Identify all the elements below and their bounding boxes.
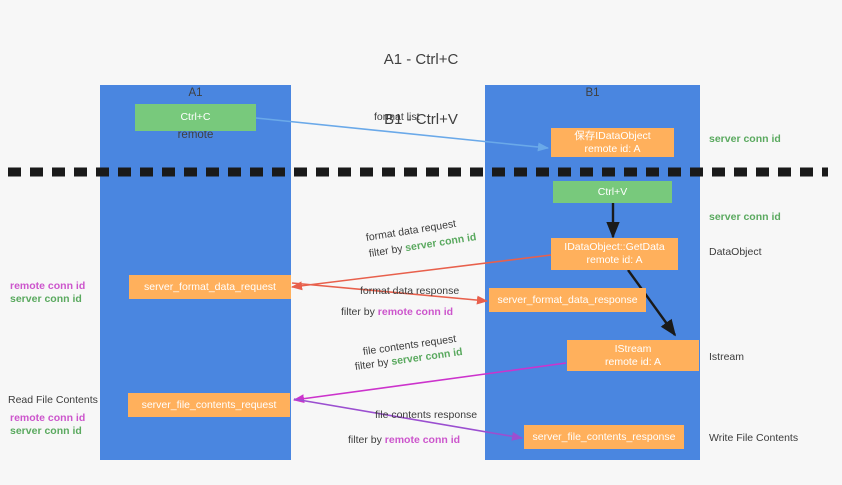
column-header-a1-name: A1 (188, 87, 203, 99)
edge-label-file-contents-response: file contents response (375, 408, 477, 422)
node-ctrl-v-label: Ctrl+V (597, 185, 628, 198)
column-header-a1: A1 remote (100, 58, 291, 170)
node-idataobject-getdata-remote-id: remote id: A (586, 254, 643, 266)
node-server-format-data-response[interactable]: server_format_data_response (489, 288, 646, 312)
node-server-file-contents-response-label: server_file_contents_response (532, 430, 676, 443)
title-line-2: B1 - Ctrl+V (384, 111, 458, 128)
node-server-format-data-request[interactable]: server_format_data_request (129, 275, 291, 299)
node-ctrl-c[interactable]: Ctrl+C (135, 104, 256, 131)
arrow-getdata-istream (627, 269, 676, 337)
node-istream[interactable]: IStream remote id: A (567, 340, 699, 371)
node-server-format-data-request-label: server_format_data_request (144, 280, 276, 293)
node-istream-label: IStream (614, 342, 652, 355)
edge-filter-file-contents-response: filter by remote conn id (348, 433, 460, 447)
left-label-remote-conn-id-2: remote conn id (10, 412, 86, 424)
column-header-b1-name: B1 (585, 87, 600, 99)
right-label-dataobject: DataObject (709, 246, 762, 258)
arrow-format-list (255, 117, 550, 152)
edge-filter-file-contents-response-value: remote conn id (384, 434, 461, 446)
column-header-a1-sub: remote (177, 129, 214, 141)
arrow-file-contents-response (293, 398, 524, 441)
right-label-write-file-contents: Write File Contents (709, 432, 799, 444)
page-title: A1 - Ctrl+C B1 - Ctrl+V (0, 10, 842, 170)
title-line-1: A1 - Ctrl+C (383, 51, 459, 68)
left-label-server-conn-id-2: server conn id (10, 425, 82, 437)
node-save-idataobject-label: 保存IDataObject (574, 129, 651, 142)
node-server-file-contents-response[interactable]: server_file_contents_response (524, 425, 684, 449)
left-label-remote-conn-id-1: remote conn id (10, 280, 86, 292)
right-label-istream: Istream (709, 351, 745, 363)
node-server-format-data-response-label: server_format_data_response (497, 293, 638, 306)
node-save-idataobject-remote-id: remote id: A (584, 142, 641, 155)
node-idataobject-getdata[interactable]: IDataObject::GetData remote id: A (551, 238, 678, 270)
arrow-format-data-request (290, 254, 552, 291)
left-label-server-conn-id-1: server conn id (10, 293, 82, 305)
arrow-file-contents-request (292, 362, 567, 404)
edge-filter-format-data-response: filter by remote conn id (341, 305, 453, 319)
node-ctrl-c-label: Ctrl+C (180, 111, 211, 123)
edge-filter-format-data-response-value: remote conn id (377, 306, 454, 318)
arrow-format-data-response (291, 282, 489, 305)
edge-label-file-contents-response-text: file contents response (375, 409, 478, 421)
edge-label-format-data-response-text: format data response (360, 285, 460, 297)
right-label-server-conn-id-top: server conn id (709, 133, 781, 145)
node-server-file-contents-request-label: server_file_contents_request (141, 398, 277, 411)
node-idataobject-getdata-label: IDataObject::GetData (564, 241, 665, 253)
edge-label-format-data-response: format data response (360, 284, 459, 298)
edge-filter-format-data-response-prefix: filter by (341, 306, 378, 318)
left-label-read-file-contents: Read File Contents (8, 394, 98, 406)
node-save-idataobject[interactable]: 保存IDataObject remote id: A (551, 128, 674, 157)
node-server-file-contents-request[interactable]: server_file_contents_request (128, 393, 290, 417)
node-ctrl-v[interactable]: Ctrl+V (553, 181, 672, 203)
edge-label-format-list-text: format list (374, 111, 420, 123)
edge-filter-file-contents-response-prefix: filter by (348, 434, 385, 446)
edge-label-format-list: format list (374, 110, 420, 124)
right-label-server-conn-id-mid: server conn id (709, 211, 781, 223)
node-istream-remote-id: remote id: A (604, 355, 662, 368)
